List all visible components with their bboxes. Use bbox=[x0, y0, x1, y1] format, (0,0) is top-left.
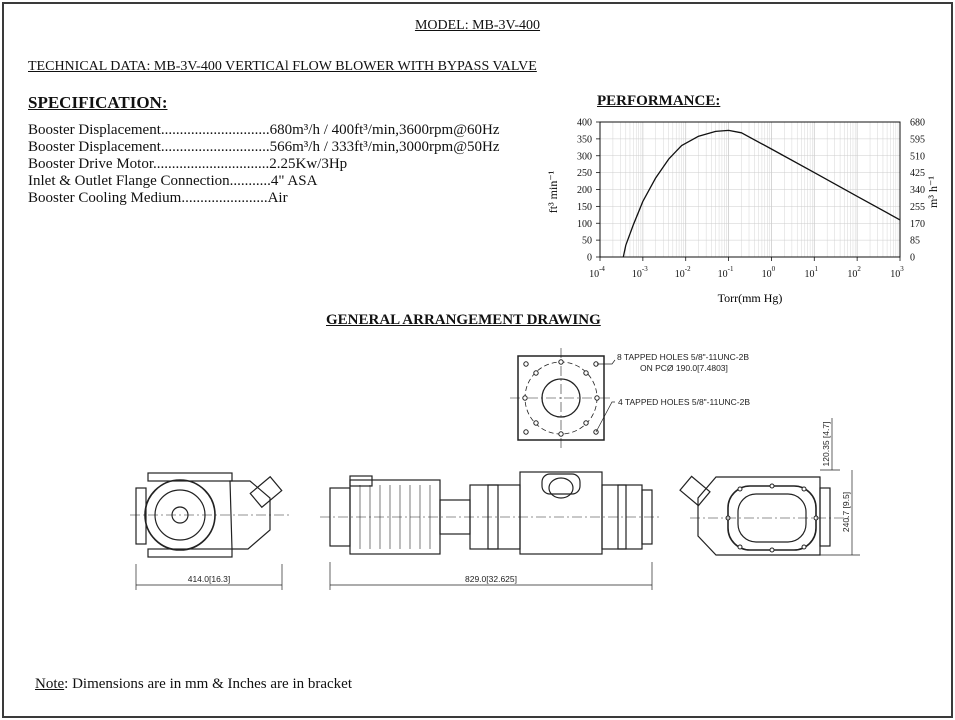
x-tick-label: 10-3 bbox=[632, 265, 648, 280]
y-tick-label: 0 bbox=[587, 253, 592, 264]
y2-tick-label: 595 bbox=[910, 134, 925, 145]
dimension-lines bbox=[135, 418, 860, 590]
y2-tick-label: 85 bbox=[910, 236, 920, 247]
x-tick-label: 101 bbox=[805, 265, 819, 280]
annotation-4-tapped-holes: 4 TAPPED HOLES 5/8"-11UNC-2B bbox=[618, 397, 750, 407]
flange-top-view bbox=[510, 348, 616, 448]
spec-value: 680m³/h / 400ft³/min,3600rpm@60Hz bbox=[269, 122, 500, 138]
spec-row: Booster Drive Motor.....................… bbox=[28, 156, 500, 173]
y2-tick-label: 510 bbox=[910, 151, 925, 162]
specification-heading: SPECIFICATION: bbox=[28, 93, 168, 112]
spec-label: Booster Displacement....................… bbox=[28, 139, 270, 155]
annotation-pcd: ON PCØ 190.0[7.4803] bbox=[640, 363, 728, 373]
annotation-8-tapped-holes: 8 TAPPED HOLES 5/8"-11UNC-2B bbox=[617, 352, 749, 362]
specification-list: Booster Displacement....................… bbox=[28, 122, 500, 207]
y2-tick-label: 680 bbox=[910, 118, 925, 129]
right-end-view bbox=[679, 475, 850, 556]
spec-row: Booster Displacement....................… bbox=[28, 139, 500, 156]
spec-row: Booster Cooling Medium..................… bbox=[28, 190, 500, 207]
dimension-width-side: 414.0[16.3] bbox=[188, 574, 231, 584]
note-text: : Dimensions are in mm & Inches are in b… bbox=[64, 676, 352, 692]
general-arrangement-heading: GENERAL ARRANGEMENT DRAWING bbox=[326, 312, 601, 328]
spec-value: Air bbox=[267, 190, 288, 206]
spec-value: 4" ASA bbox=[270, 173, 318, 189]
spec-label: Booster Displacement....................… bbox=[28, 122, 270, 138]
y-tick-label: 400 bbox=[577, 118, 592, 129]
series-line bbox=[622, 129, 901, 258]
note-label: Note bbox=[35, 676, 65, 692]
side-view bbox=[320, 471, 660, 555]
dimension-length: 829.0[32.625] bbox=[465, 574, 517, 584]
y2-axis-label: m³ h⁻¹ bbox=[926, 176, 940, 208]
spec-label: Inlet & Outlet Flange Connection........… bbox=[28, 173, 271, 189]
y2-tick-label: 340 bbox=[910, 185, 925, 196]
spec-value: 2.25Kw/3Hp bbox=[269, 156, 348, 172]
dimension-height-flange: 120.35 [4.7] bbox=[821, 422, 831, 467]
note: Note: Dimensions are in mm & Inches are … bbox=[35, 676, 352, 693]
left-end-view bbox=[130, 472, 290, 558]
dimension-height-total: 240.7 [9.5] bbox=[841, 492, 851, 532]
x-tick-label: 10-4 bbox=[589, 265, 605, 280]
spec-label: Booster Cooling Medium..................… bbox=[28, 190, 268, 206]
model-title: MODEL: MB-3V-400 bbox=[414, 18, 541, 33]
y-tick-label: 100 bbox=[577, 219, 592, 230]
x-axis-label: Torr(mm Hg) bbox=[718, 291, 783, 305]
performance-chart: 0 50 100 150 200 250 300 350 400 0 85 170 255 340 425… bbox=[546, 118, 940, 306]
y-tick-label: 200 bbox=[577, 185, 592, 196]
spec-value: 566m³/h / 333ft³/min,3000rpm@50Hz bbox=[269, 139, 500, 155]
spec-row: Inlet & Outlet Flange Connection........… bbox=[28, 173, 500, 190]
y-axis-label: ft³ min⁻¹ bbox=[546, 170, 560, 213]
plot-frame bbox=[599, 121, 901, 258]
y-tick-label: 350 bbox=[577, 134, 592, 145]
y-tick-label: 250 bbox=[577, 168, 592, 179]
general-arrangement-drawing: 8 TAPPED HOLES 5/8"-11UNC-2B ON PCØ 190.… bbox=[130, 348, 860, 590]
x-tick-label: 10-2 bbox=[675, 265, 691, 280]
y-tick-label: 300 bbox=[577, 151, 592, 162]
y2-tick-label: 0 bbox=[910, 253, 915, 264]
x-tick-label: 100 bbox=[762, 265, 776, 280]
y-tick-label: 50 bbox=[582, 236, 592, 247]
x-tick-label: 102 bbox=[847, 265, 861, 280]
spec-label: Booster Drive Motor.....................… bbox=[28, 156, 270, 172]
performance-heading: PERFORMANCE: bbox=[597, 93, 721, 109]
y2-tick-label: 255 bbox=[910, 202, 925, 213]
x-tick-label: 103 bbox=[890, 265, 904, 280]
y2-tick-label: 170 bbox=[910, 219, 925, 230]
technical-data-title: TECHNICAL DATA: MB-3V-400 VERTICAl FLOW … bbox=[28, 59, 537, 74]
y-tick-label: 150 bbox=[577, 202, 592, 213]
y2-tick-label: 425 bbox=[910, 168, 925, 179]
spec-row: Booster Displacement....................… bbox=[28, 122, 500, 139]
x-tick-label: 10-1 bbox=[718, 265, 734, 280]
